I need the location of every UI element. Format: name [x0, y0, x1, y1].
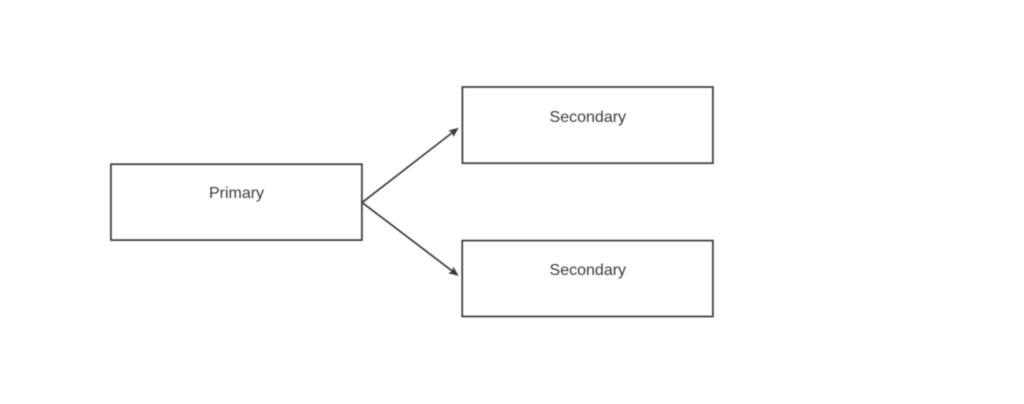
- svg-text:Secondary: Secondary: [550, 262, 627, 279]
- svg-text:Secondary: Secondary: [550, 109, 627, 126]
- svg-text:Primary: Primary: [209, 185, 264, 202]
